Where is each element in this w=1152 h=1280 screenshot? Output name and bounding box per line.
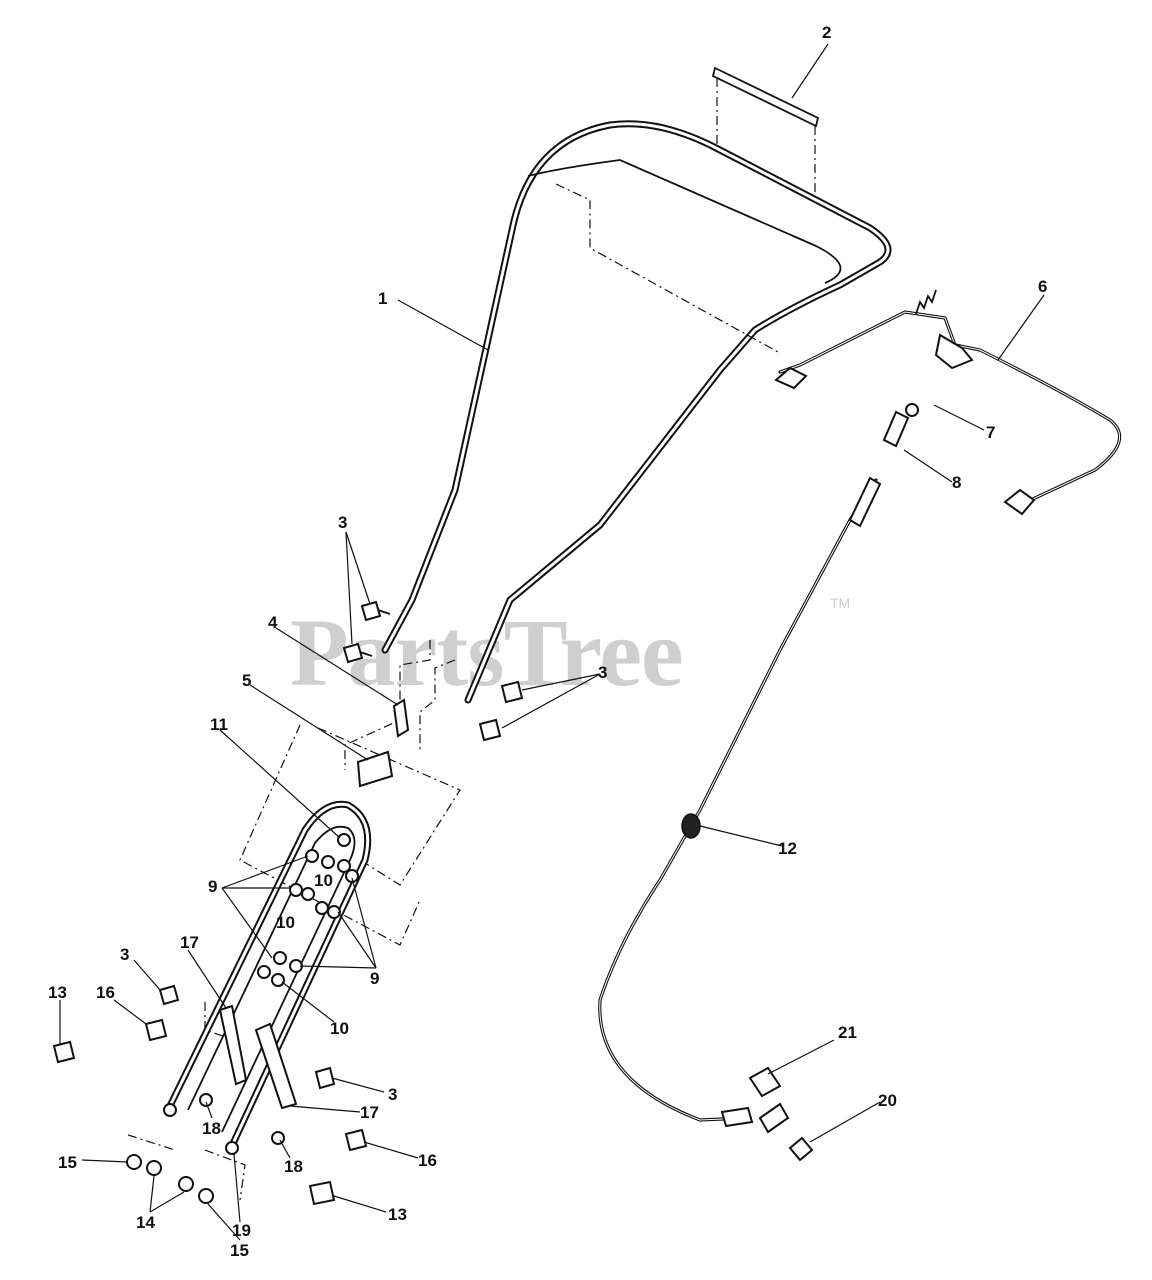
callout-4: 4: [268, 613, 278, 632]
handle-grip[interactable]: [711, 66, 820, 200]
control-bail[interactable]: [774, 310, 1122, 516]
callout-9b: 9: [370, 969, 379, 988]
bolt-3-lower-left[interactable]: [158, 984, 180, 1006]
leader-lines: [59, 43, 1045, 1241]
control-cable[interactable]: [598, 476, 882, 1134]
callout-21: 21: [838, 1023, 857, 1042]
bolt-4[interactable]: [392, 698, 410, 738]
callout-3b: 3: [598, 663, 607, 682]
callout-1: 1: [378, 289, 387, 308]
bracket-17-left[interactable]: [218, 1004, 248, 1086]
callout-12: 12: [778, 839, 797, 858]
callout-5: 5: [242, 671, 251, 690]
bracket-17-right[interactable]: [254, 1022, 298, 1110]
bolt-16-left[interactable]: [144, 1018, 168, 1042]
callout-13b: 13: [388, 1205, 407, 1224]
nut-20[interactable]: [788, 1136, 814, 1162]
bolt-3-upper-left[interactable]: [342, 600, 391, 664]
callout-17b: 17: [360, 1103, 379, 1122]
callout-16a: 16: [96, 983, 115, 1002]
callout-10c: 10: [330, 1019, 349, 1038]
callout-2: 2: [822, 23, 831, 42]
bracket-5[interactable]: [356, 750, 394, 788]
bolt-3-upper-right[interactable]: [478, 680, 524, 742]
callout-labels: 2 1 6 7 8 3 4 3 5 11 12 9 10 10 9 10 3 1…: [48, 23, 1047, 1260]
callout-7: 7: [986, 423, 995, 442]
bolt-13-left[interactable]: [52, 1040, 76, 1064]
callout-18b: 18: [284, 1157, 303, 1176]
callout-13a: 13: [48, 983, 67, 1002]
lower-handle[interactable]: [163, 800, 372, 1155]
cable-connector[interactable]: [882, 403, 919, 448]
bolt-16-right[interactable]: [344, 1128, 368, 1152]
cable-spring[interactable]: [915, 289, 937, 315]
washers-14-15[interactable]: [126, 1154, 214, 1204]
callout-20: 20: [878, 1091, 897, 1110]
callout-10b: 10: [276, 913, 295, 932]
callout-3d: 3: [388, 1085, 397, 1104]
upper-handle[interactable]: [381, 120, 892, 704]
bolt-3-lower-right[interactable]: [314, 1066, 336, 1090]
callout-19: 19: [232, 1221, 251, 1240]
callout-15a: 15: [58, 1153, 77, 1172]
callout-16b: 16: [418, 1151, 437, 1170]
callout-18a: 18: [202, 1119, 221, 1138]
watermark-trademark: TM: [830, 595, 850, 611]
callout-10a: 10: [314, 871, 333, 890]
callout-8: 8: [952, 473, 961, 492]
callout-6: 6: [1038, 277, 1047, 296]
callout-3c: 3: [120, 945, 129, 964]
callout-3a: 3: [338, 513, 347, 532]
bolt-13-right[interactable]: [308, 1180, 336, 1206]
callout-9a: 9: [208, 877, 217, 896]
callout-15b: 15: [230, 1241, 249, 1260]
hardware-9-10[interactable]: [257, 833, 359, 987]
callout-11: 11: [210, 715, 228, 734]
callout-14: 14: [136, 1213, 155, 1232]
callout-17a: 17: [180, 933, 199, 952]
bolt-21[interactable]: [748, 1066, 782, 1098]
